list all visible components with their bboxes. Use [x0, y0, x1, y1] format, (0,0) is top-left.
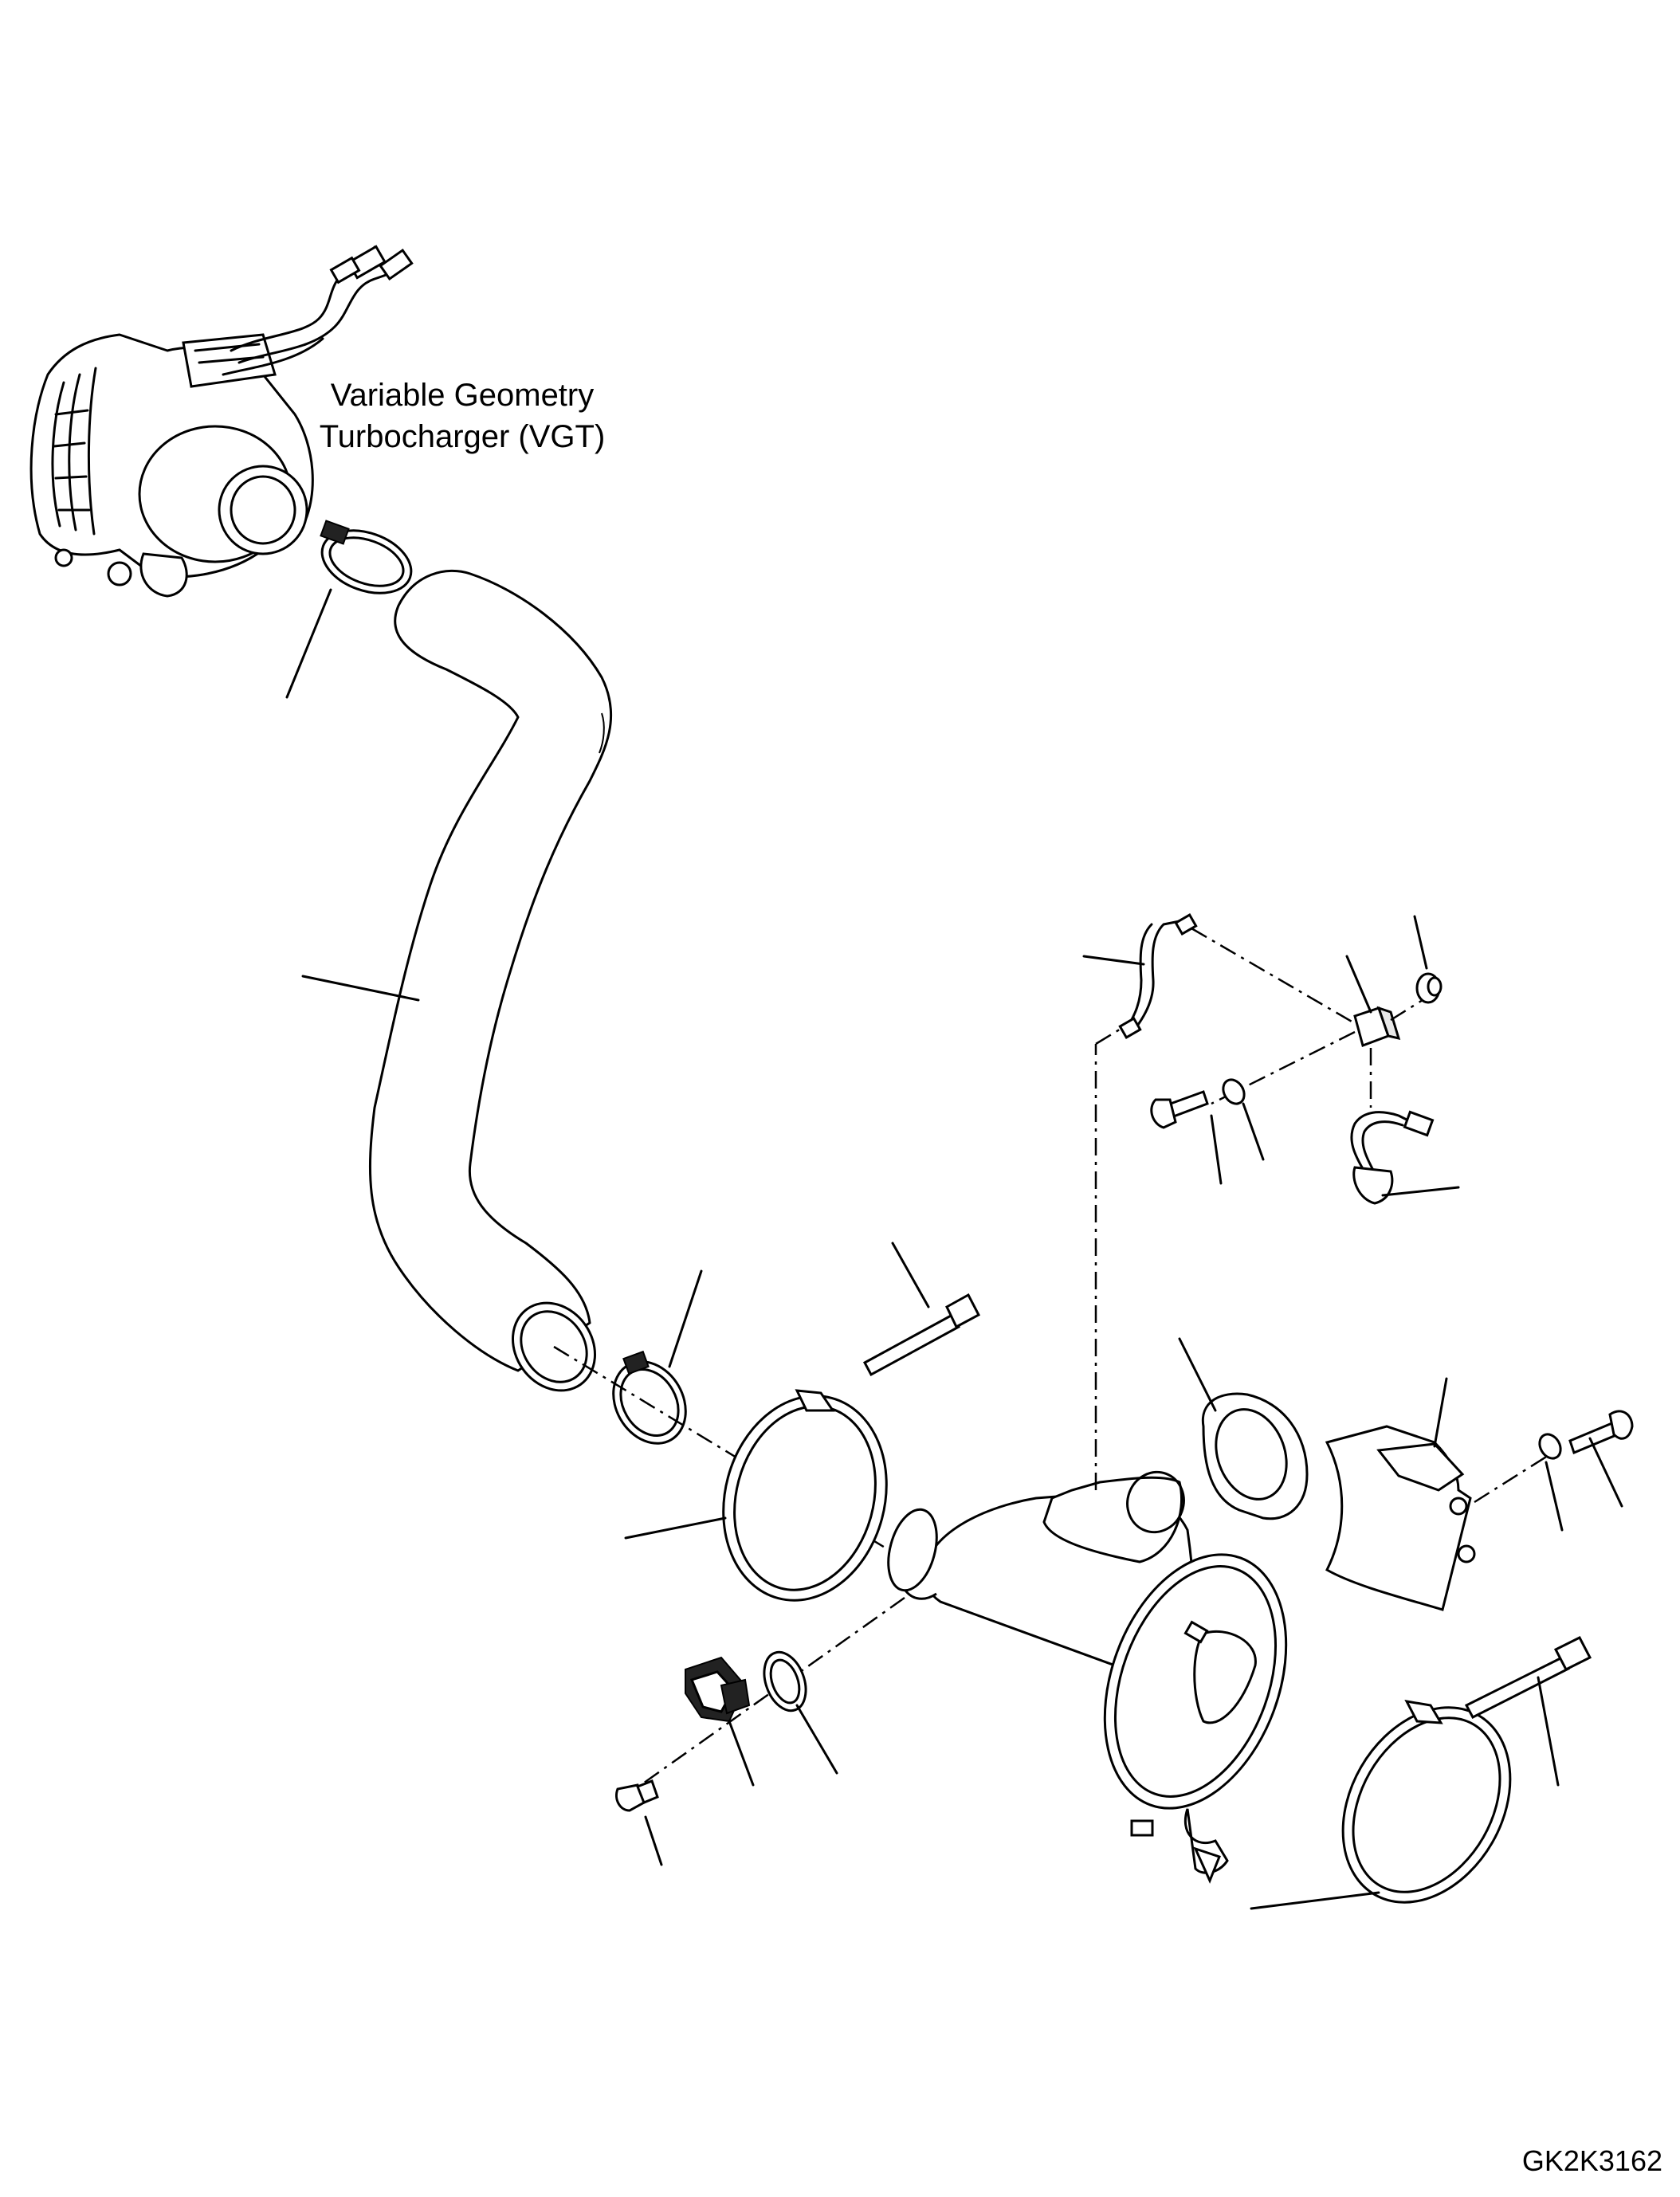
washer-and-bolt-middle: [1150, 1030, 1356, 1185]
mounting-band-right: [1250, 1700, 1512, 1910]
spacer-top-right: [1413, 915, 1443, 1004]
turbocharger-label-line2: Turbocharger (VGT): [319, 419, 606, 454]
upper-hose-clamp: [285, 520, 413, 699]
restriction-indicator-sensor: [1350, 1048, 1460, 1205]
long-bolt-lower: [1464, 1635, 1592, 1787]
centerline-vertical: [1094, 1026, 1123, 1490]
mounting-bracket-shield: [1325, 1377, 1476, 1611]
turbocharger-assembly: [29, 245, 414, 598]
restriction-indicator-tube: [1082, 913, 1198, 1039]
air-cleaner-body: [887, 1470, 1288, 1884]
turbocharger-label-line1: Variable Geometry: [330, 378, 595, 413]
mounting-band-left: [624, 1389, 888, 1602]
long-bolt-upper: [862, 1242, 981, 1377]
centerline-tube-to-block: [1191, 927, 1364, 1030]
centerline-block-to-spacer: [1390, 998, 1423, 1022]
figure-id: GK2K3162: [1521, 2144, 1662, 2177]
air-intake-hose: [301, 569, 613, 1392]
washer-and-bolt-right: [1474, 1410, 1634, 1532]
rubber-mount-ring: [1178, 1337, 1309, 1520]
junction-block: [1345, 955, 1401, 1047]
mass-air-flow-sensor: [629, 1596, 905, 1795]
turbocharger-label: Variable Geometry Turbocharger (VGT): [303, 375, 622, 457]
sensor-screw: [615, 1779, 663, 1866]
lower-hose-clamp: [612, 1269, 703, 1445]
